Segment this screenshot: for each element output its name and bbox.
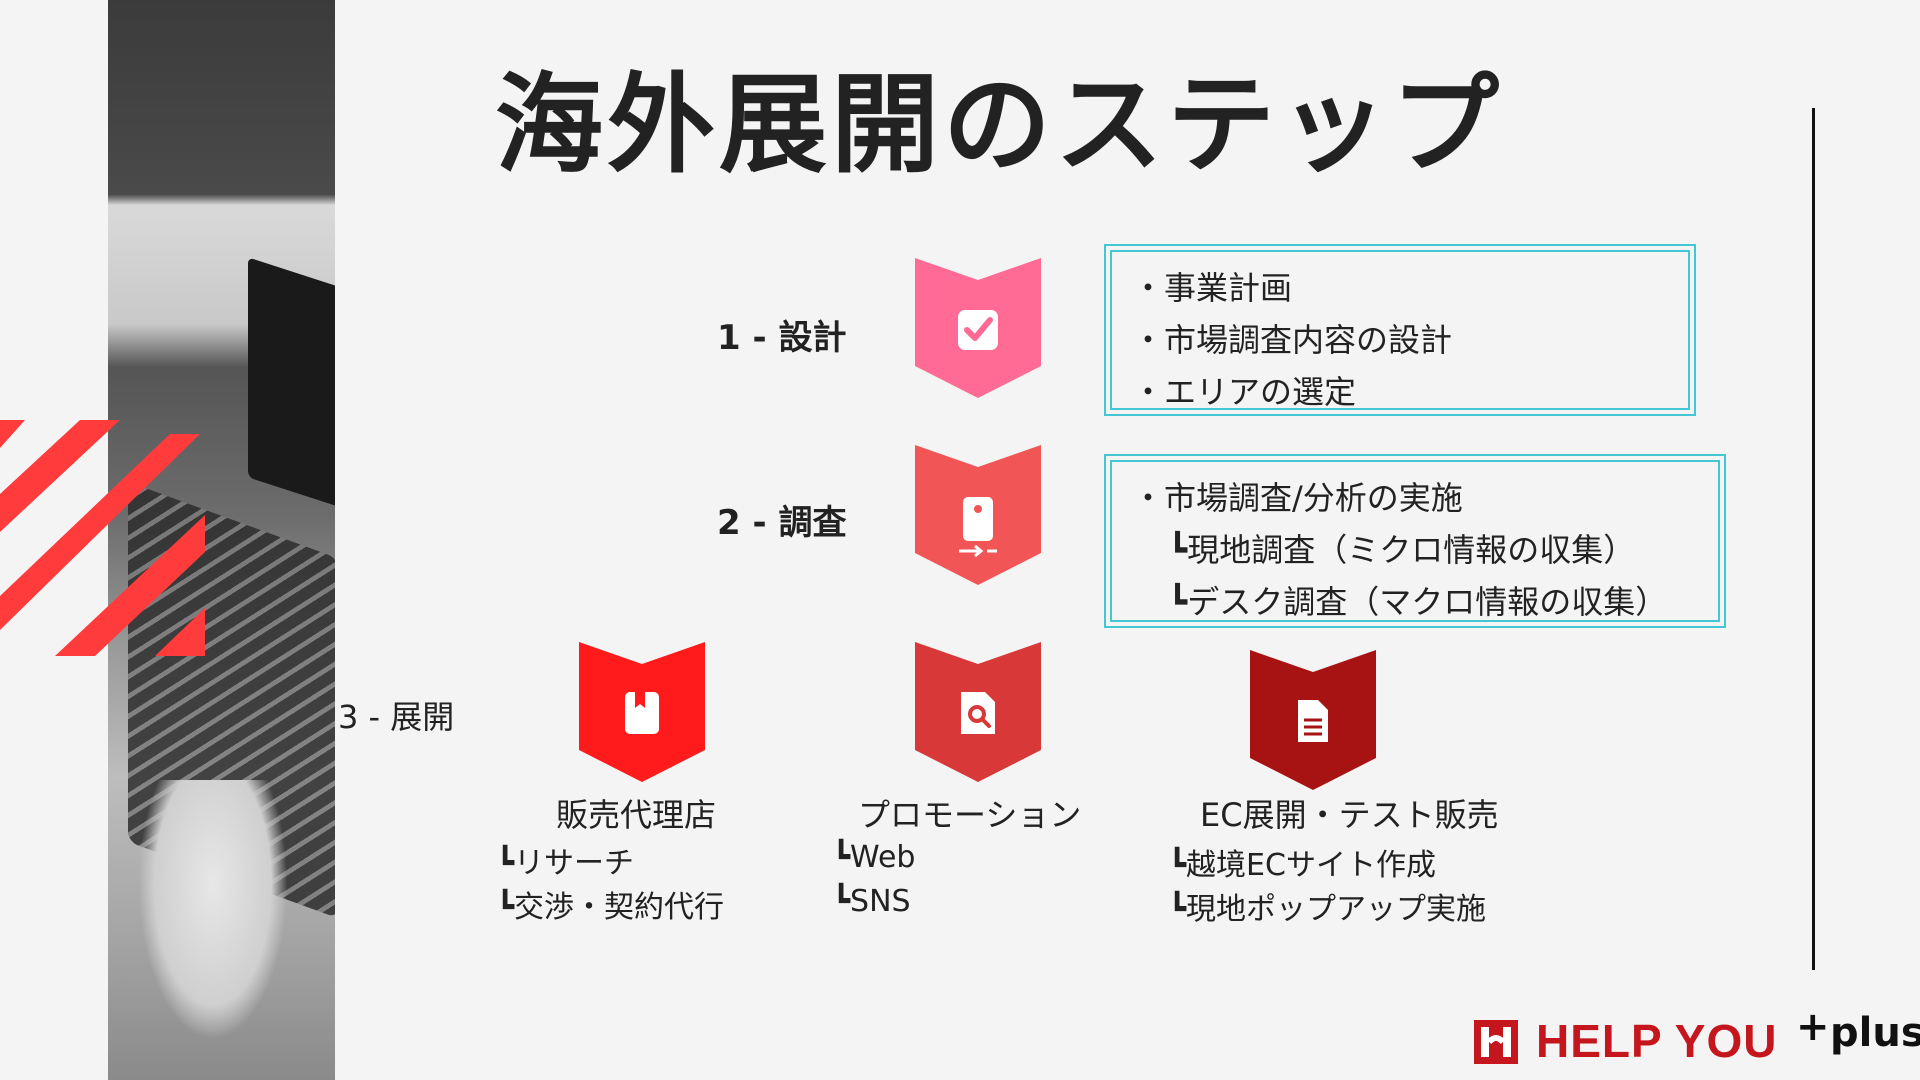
section-item: ┗SNS (832, 884, 911, 919)
vertical-divider (1812, 108, 1815, 970)
logo-plus-symbol: + (1796, 1004, 1830, 1050)
bullet-item: ・市場調査内容の設計 (1132, 314, 1668, 366)
logo-wordmark: HELP YOU (1536, 1014, 1777, 1068)
bullet-subitem: ┗現地調査（ミクロ情報の収集） (1132, 524, 1698, 576)
decorative-red-stripes (0, 420, 210, 660)
bullet-box-research: ・市場調査/分析の実施 ┗現地調査（ミクロ情報の収集） ┗デスク調査（マクロ情報… (1110, 460, 1720, 622)
step-badge-design (915, 258, 1041, 398)
badge-promotion (915, 642, 1041, 782)
section-item: ┗交渉・契約代行 (496, 882, 724, 926)
helpyou-logo-icon (1474, 1020, 1518, 1064)
page-title: 海外展開のステップ (495, 38, 1503, 194)
badge-ec-expansion (1250, 650, 1376, 790)
bullet-item: ・市場調査/分析の実施 (1132, 472, 1698, 524)
hand-shape (138, 780, 288, 1040)
bullet-box-design: ・事業計画 ・市場調査内容の設計 ・エリアの選定 (1110, 250, 1690, 410)
badge-sales-agency (579, 642, 705, 782)
step-badge-research (915, 445, 1041, 585)
step-label-expansion: 3 - 展開 (338, 692, 454, 738)
bullet-subitem: ┗デスク調査（マクロ情報の収集） (1132, 576, 1698, 628)
step-label-design: 1 - 設計 (717, 310, 846, 359)
section-item: ┗現地ポップアップ実施 (1168, 884, 1486, 928)
step-label-research: 2 - 調査 (717, 495, 846, 544)
phone-icon (963, 497, 993, 541)
section-item: ┗越境ECサイト作成 (1168, 840, 1436, 884)
section-title-promotion: プロモーション (858, 790, 1081, 836)
section-title-sales-agency: 販売代理店 (556, 790, 716, 836)
bullet-item: ・事業計画 (1132, 262, 1668, 314)
bullet-item: ・エリアの選定 (1132, 366, 1668, 418)
section-title-ec-expansion: EC展開・テスト販売 (1200, 790, 1499, 836)
logo-plus-word: plus (1830, 1010, 1920, 1056)
section-item: ┗Web (832, 840, 915, 875)
section-item: ┗リサーチ (496, 838, 634, 882)
laptop-screen-shape (248, 257, 335, 522)
